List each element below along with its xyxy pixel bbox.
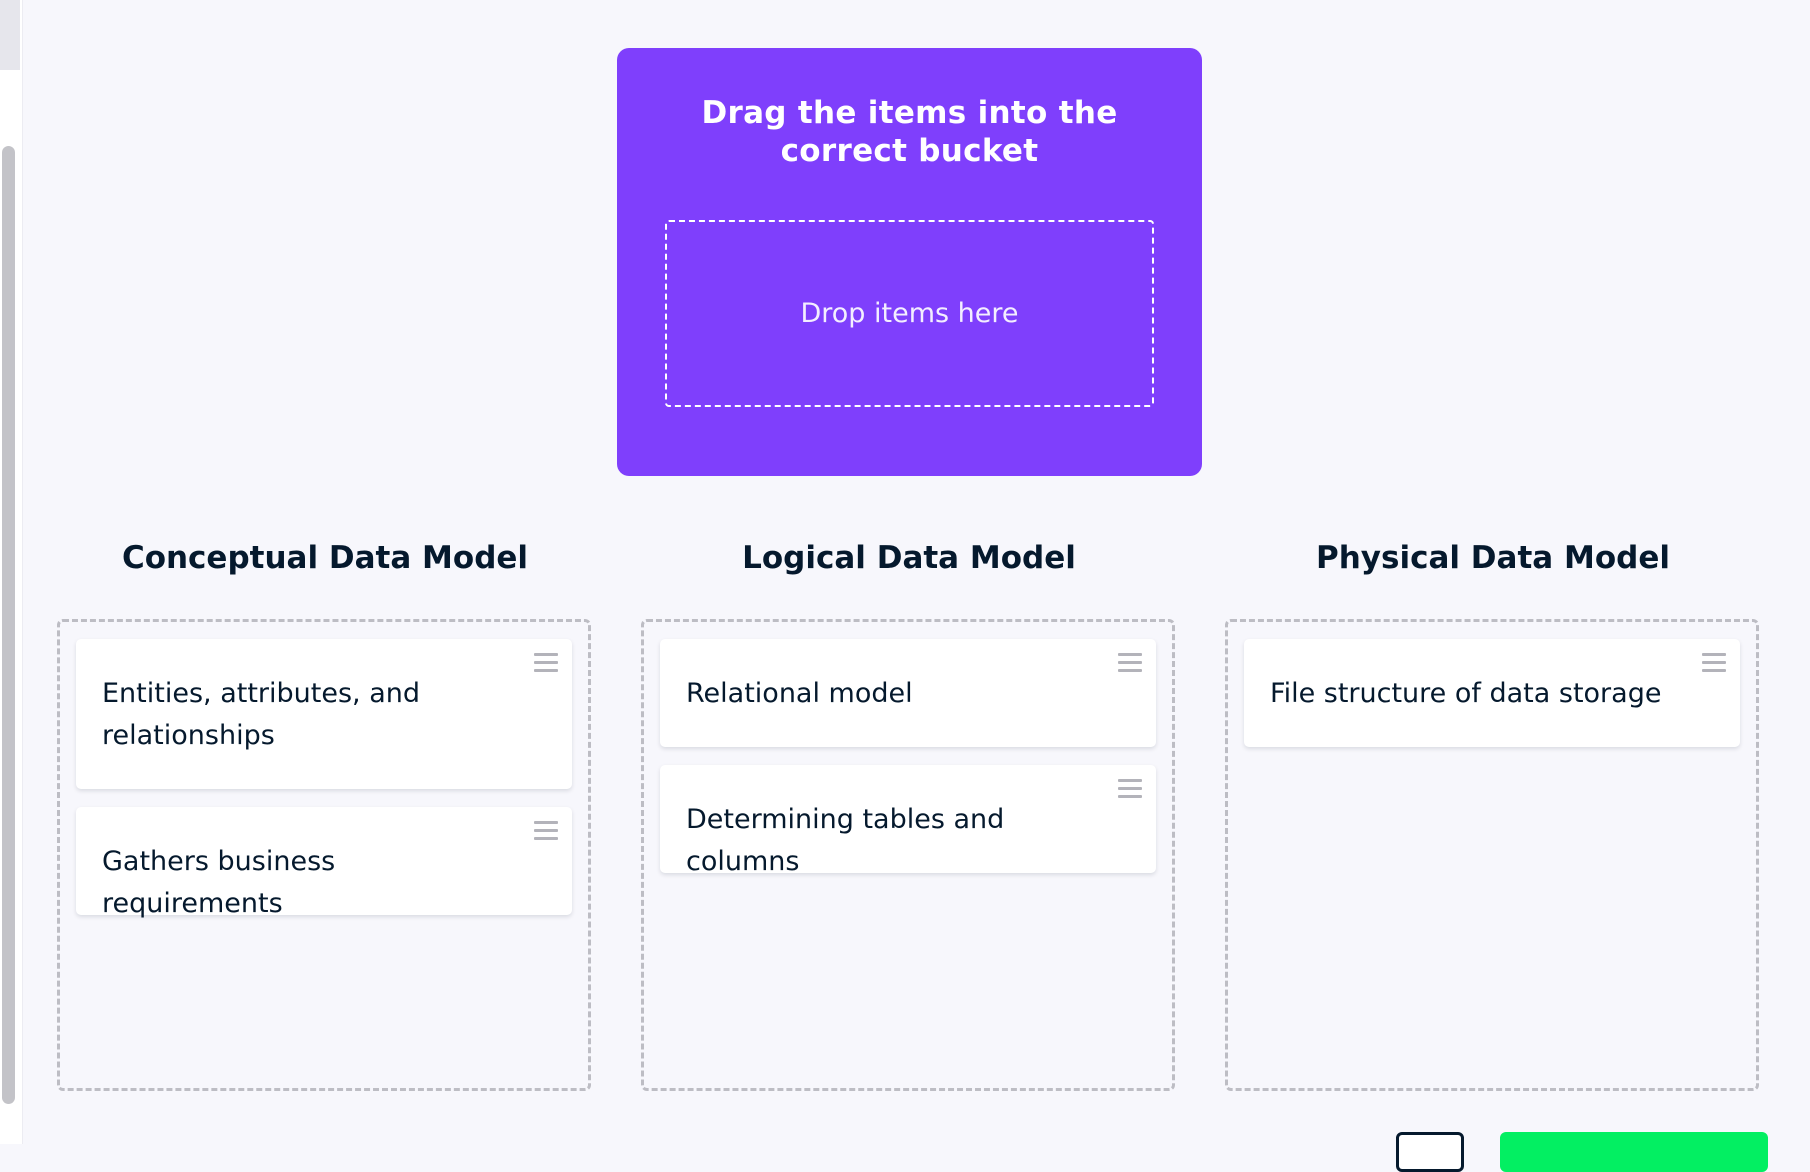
bucket-logical[interactable]: Relational model Determining tables and …	[641, 619, 1175, 1091]
scrollbar-top-stub	[0, 0, 20, 70]
footer-outline-button[interactable]	[1396, 1132, 1464, 1172]
item-text: Relational model	[686, 678, 913, 709]
drag-handle-icon[interactable]	[534, 653, 558, 675]
drag-handle-icon[interactable]	[1118, 653, 1142, 675]
bucket-title-logical: Logical Data Model	[742, 540, 1076, 576]
bucket-physical[interactable]: File structure of data storage	[1225, 619, 1759, 1091]
item-card[interactable]: Relational model	[660, 639, 1156, 747]
bucket-conceptual[interactable]: Entities, attributes, and relationships …	[57, 619, 591, 1091]
item-text: Gathers business requirements	[102, 846, 336, 919]
drop-zone[interactable]: Drop items here	[665, 220, 1154, 407]
bucket-title-physical: Physical Data Model	[1316, 540, 1670, 576]
instructions-title: Drag the items into the correct bucket	[701, 95, 1118, 169]
footer-primary-button[interactable]	[1500, 1132, 1768, 1172]
item-card[interactable]: File structure of data storage	[1244, 639, 1740, 747]
item-text: Determining tables and columns	[686, 804, 1005, 877]
unassigned-items-panel: Drag the items into the correct bucket D…	[617, 48, 1202, 476]
drop-zone-text: Drop items here	[800, 298, 1019, 329]
scrollbar-track[interactable]	[0, 0, 23, 1144]
bucket-title-conceptual: Conceptual Data Model	[121, 540, 529, 576]
item-text: Entities, attributes, and relationships	[102, 678, 420, 751]
item-card[interactable]: Determining tables and columns	[660, 765, 1156, 877]
drag-handle-icon[interactable]	[1118, 779, 1142, 801]
item-card[interactable]: Entities, attributes, and relationships	[76, 639, 572, 789]
scrollbar-thumb[interactable]	[2, 146, 15, 1104]
item-card[interactable]: Gathers business requirements	[76, 807, 572, 919]
drag-handle-icon[interactable]	[1702, 653, 1726, 675]
item-text: File structure of data storage	[1270, 678, 1662, 709]
drag-handle-icon[interactable]	[534, 821, 558, 843]
